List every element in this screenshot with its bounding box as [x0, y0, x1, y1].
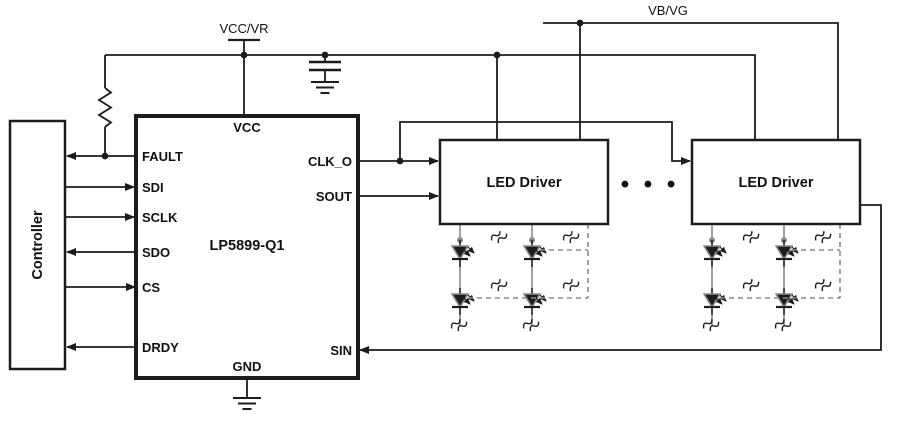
- pin-sclk: SCLK: [142, 210, 178, 225]
- junction-dot: [321, 51, 329, 59]
- controller-label: Controller: [30, 210, 46, 280]
- led-driver-1-box: [438, 138, 610, 226]
- junction-dot: [101, 152, 109, 160]
- vb-vg-label: VB/VG: [648, 3, 688, 18]
- main-ic-box: [134, 114, 360, 380]
- pin-cs: CS: [142, 280, 160, 295]
- led-driver-2-label: LED Driver: [739, 175, 814, 191]
- sin-return-wire: [359, 204, 882, 354]
- vb-vg-rail-wire: [543, 22, 839, 140]
- vcc-vr-label: VCC/VR: [219, 21, 268, 36]
- pin-drdy: DRDY: [142, 340, 179, 355]
- ellipsis-more-drivers: • • •: [621, 171, 680, 198]
- junction-dots: [101, 19, 584, 165]
- junction-dot: [493, 51, 501, 59]
- pin-clk-o: CLK_O: [308, 154, 352, 169]
- controller-box: [8, 119, 67, 371]
- pin-sin: SIN: [330, 343, 352, 358]
- led-driver-1-label: LED Driver: [487, 175, 562, 191]
- main-ic-label: LP5899-Q1: [210, 238, 285, 254]
- junction-dot: [576, 19, 584, 27]
- clk-daisy-wire: [399, 121, 691, 165]
- pullup-resistor-icon: [97, 87, 113, 128]
- junction-dot: [240, 51, 248, 59]
- pin-fault: FAULT: [142, 149, 183, 164]
- pin-sout: SOUT: [316, 189, 352, 204]
- junction-dot: [396, 157, 404, 165]
- pin-gnd: GND: [233, 359, 262, 374]
- pin-sdi: SDI: [142, 180, 164, 195]
- pin-vcc: VCC: [233, 120, 261, 135]
- led-driver-2-box: [690, 138, 862, 226]
- pin-sdo: SDO: [142, 245, 170, 260]
